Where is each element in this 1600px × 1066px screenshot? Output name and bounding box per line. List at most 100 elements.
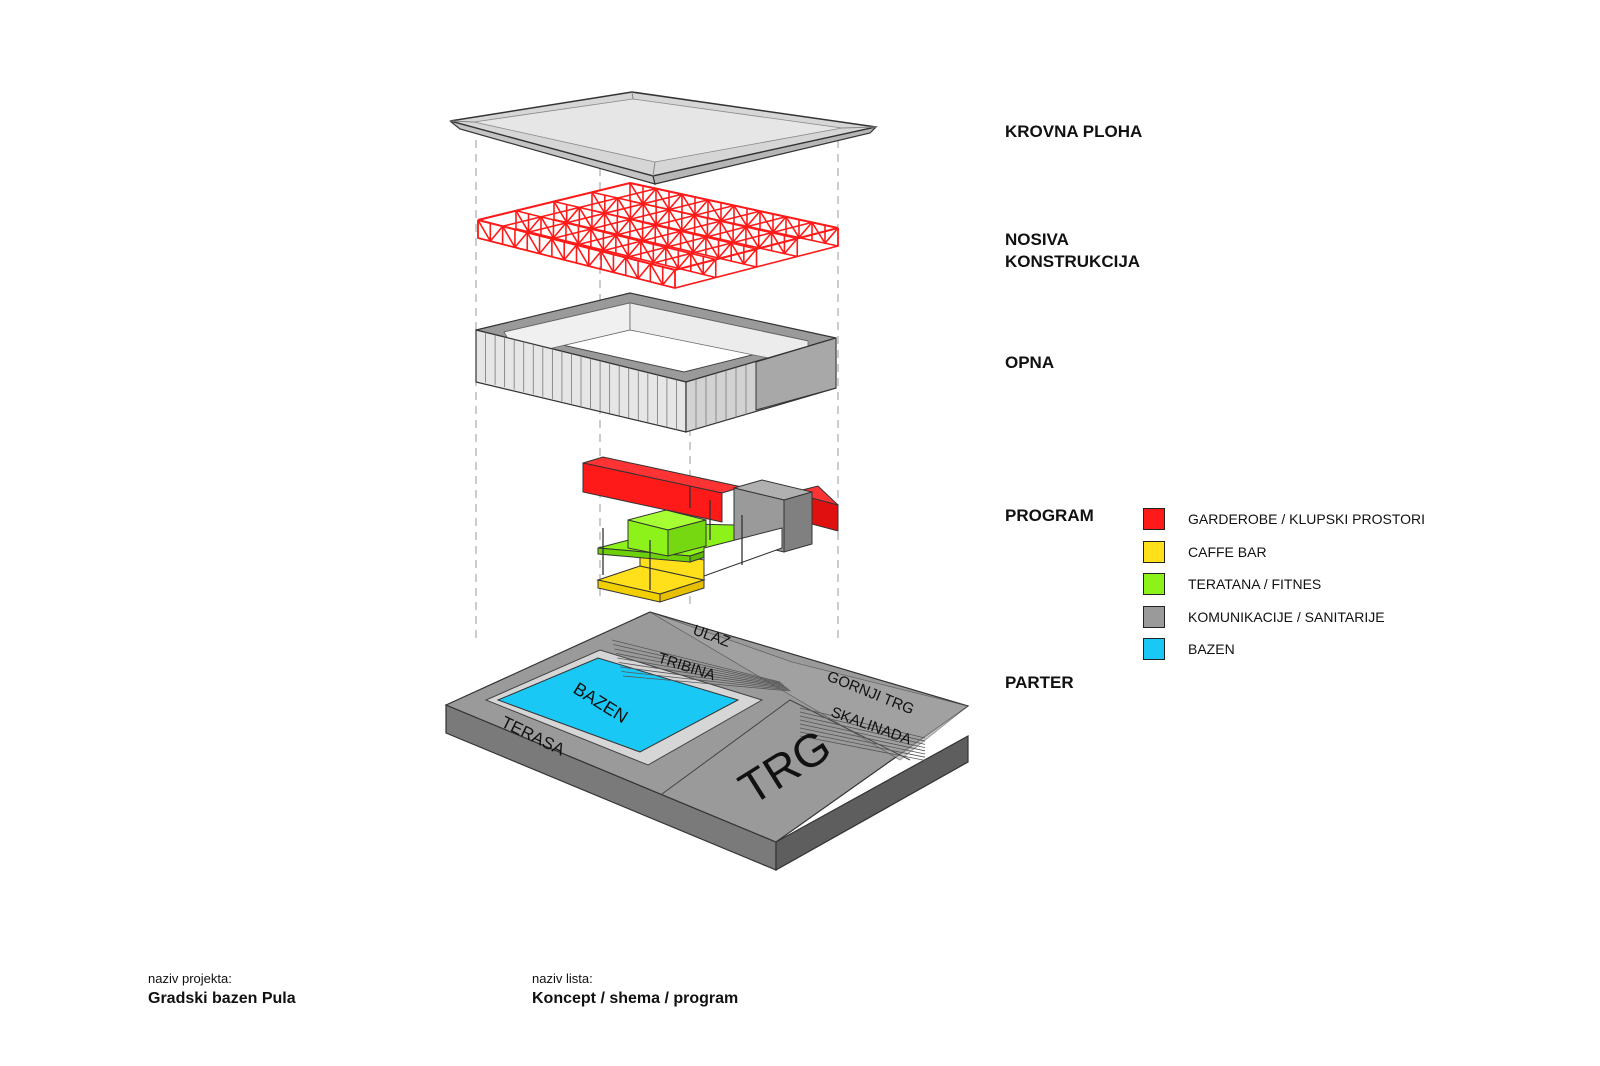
truss-diagonal xyxy=(732,226,747,243)
tribina-step xyxy=(620,666,789,690)
truss-diagonal xyxy=(612,256,627,273)
truss-diagonal xyxy=(637,263,651,280)
truss-diagonal xyxy=(625,257,639,280)
truss-diagonal xyxy=(575,244,590,267)
truss-cross-beam xyxy=(576,204,735,246)
truss-diagonal xyxy=(743,248,758,265)
truss-diagonal xyxy=(798,221,813,239)
truss-diagonal xyxy=(563,244,578,261)
layer-label-structure: NOSIVA KONSTRUKCIJA xyxy=(1005,230,1141,271)
truss-diagonal xyxy=(677,252,692,269)
truss-cross-beam xyxy=(600,210,761,253)
legend-label: KOMUNIKACIJE / SANITARIJE xyxy=(1188,609,1385,625)
tribina-steps xyxy=(611,639,791,692)
truss-diagonal xyxy=(600,250,615,273)
truss-cross-beam xyxy=(650,221,813,265)
truss-diagonal xyxy=(477,219,492,242)
layer-label-ground: PARTER xyxy=(1005,673,1074,692)
truss-diagonal xyxy=(616,218,631,235)
truss-diagonal xyxy=(758,232,773,249)
tribina-step xyxy=(614,648,783,685)
truss-diagonal xyxy=(604,197,619,214)
legend-label: BAZEN xyxy=(1188,641,1235,657)
tribina-step xyxy=(621,671,790,691)
skalinada-step xyxy=(799,715,926,745)
truss-diagonal xyxy=(642,188,657,205)
truss-diagonal xyxy=(588,250,602,267)
truss-diagonal xyxy=(706,220,721,237)
parter-ground xyxy=(444,611,970,872)
truss-diagonal xyxy=(717,242,732,259)
legend-swatch xyxy=(1143,541,1165,563)
tribina-step xyxy=(622,675,791,692)
truss-diagonal xyxy=(720,204,735,222)
sheet-name: Koncept / shema / program xyxy=(532,990,739,1007)
truss-diagonal xyxy=(591,212,606,229)
tribina-step xyxy=(618,662,787,689)
truss-diagonal xyxy=(538,238,553,255)
skalinada-step xyxy=(799,723,926,752)
layer-label-membrane: OPNA xyxy=(1005,353,1055,372)
truss-diagonal xyxy=(692,236,707,253)
skalinada-step xyxy=(799,711,926,742)
skalinada-step xyxy=(799,707,926,739)
truss-diagonal xyxy=(824,227,839,244)
sheet-caption: naziv lista: xyxy=(532,971,593,986)
truss-diagonal xyxy=(627,240,642,257)
truss-diagonal xyxy=(694,199,709,216)
truss-cross-beam xyxy=(527,193,683,234)
skalinada-step xyxy=(799,731,926,758)
truss-cross-beam xyxy=(502,187,657,228)
truss-diagonal xyxy=(702,258,717,275)
skalinada-step xyxy=(799,719,926,748)
truss-cross-beam xyxy=(477,182,631,221)
pool-bazen xyxy=(496,657,740,753)
truss-diagonal xyxy=(527,216,542,233)
truss-diagonal xyxy=(662,269,676,286)
legend-label: GARDEROBE / KLUPSKI PROSTORI xyxy=(1188,511,1426,527)
truss-diagonal xyxy=(649,263,664,286)
truss-diagonal xyxy=(577,228,592,245)
truss-structure xyxy=(477,181,839,289)
truss-diagonal xyxy=(667,230,682,247)
tribina-step xyxy=(617,657,786,687)
skalinada-steps xyxy=(799,707,926,761)
layer-label-roof: KROVNA PLOHA xyxy=(1005,122,1143,141)
legend-swatch xyxy=(1143,573,1165,595)
truss-diagonal xyxy=(783,237,798,255)
truss-cross-beam xyxy=(551,199,709,240)
truss-cross-beam xyxy=(674,227,839,271)
truss-diagonal xyxy=(514,231,528,248)
truss-diagonal xyxy=(551,238,565,261)
layer-label-program: PROGRAM xyxy=(1005,506,1094,525)
truss-diagonal xyxy=(681,214,696,232)
truss-diagonal xyxy=(501,225,516,248)
skalinada-step xyxy=(799,727,926,755)
truss-diagonal xyxy=(526,232,541,255)
legend-swatch xyxy=(1143,606,1165,628)
legend-label: CAFFE BAR xyxy=(1188,544,1267,560)
legend-swatch xyxy=(1143,508,1165,530)
truss-diagonal xyxy=(641,224,656,241)
truss-diagonal xyxy=(602,234,617,251)
truss-diagonal xyxy=(489,225,504,242)
truss-diagonal xyxy=(629,203,644,220)
project-name: Gradski bazen Pula xyxy=(148,990,296,1007)
truss-diagonal xyxy=(655,209,670,226)
roof-plane xyxy=(449,91,878,185)
program-volumes xyxy=(582,456,839,603)
project-caption: naziv projekta: xyxy=(148,971,232,986)
truss-diagonal xyxy=(552,222,567,239)
tribina-step xyxy=(613,644,782,684)
truss-diagonal xyxy=(668,193,683,210)
skalinada-step xyxy=(799,735,926,761)
truss-diagonal xyxy=(652,246,667,263)
legend-swatch xyxy=(1143,638,1165,660)
tribina-step xyxy=(615,653,785,686)
truss-diagonal xyxy=(772,216,787,233)
truss-diagonal xyxy=(566,206,580,223)
truss-cross-beam xyxy=(625,215,787,259)
truss-diagonal xyxy=(746,210,761,227)
legend-label: TERATANA / FITNES xyxy=(1188,576,1322,592)
